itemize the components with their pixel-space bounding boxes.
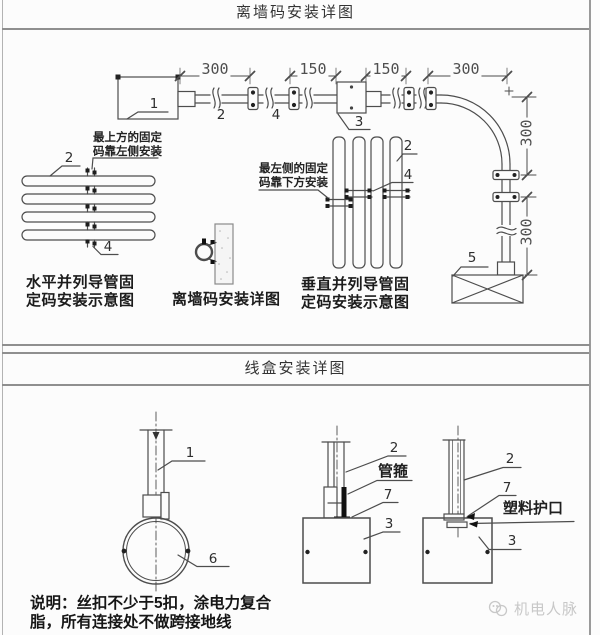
top-assembly-figure — [115, 74, 524, 304]
conduit-clamps — [247, 86, 437, 111]
label-bushing-rightfig: 7 — [502, 480, 512, 496]
note-line1: 说明：丝扣不少于5扣，涂电力复合 — [30, 595, 272, 612]
label-conduit-round: 1 — [185, 445, 195, 461]
caption-wall-clamp: 离墙码安装详图 — [172, 291, 281, 308]
vertical-conduits-figure — [258, 136, 418, 269]
note-text: 说明：丝扣不少于5扣，涂电力复合 脂，所有连接处不做跨接地线 — [30, 594, 271, 632]
left-border — [2, 0, 3, 635]
annotation-top-clamp-line2: 码靠左侧安装 — [93, 145, 162, 158]
round-box-figure — [121, 411, 230, 593]
label-clamp-top: 4 — [271, 107, 281, 123]
label-box-rightfig: 3 — [507, 533, 517, 549]
label-junction-box: 3 — [354, 114, 364, 130]
dim-150-b: 150 — [370, 60, 402, 78]
watermark-logo-icon — [487, 599, 509, 618]
label-conduit-mid: 2 — [389, 440, 399, 456]
label-pipe-clamp: 管箍 — [377, 463, 409, 480]
dim-300-left: 300 — [199, 60, 231, 78]
square-box-clamp-figure — [302, 425, 413, 584]
annotation-top-clamp-line1: 最上方的固定 — [93, 132, 162, 144]
label-round-box: 6 — [208, 551, 218, 567]
label-clamp-horiz: 4 — [103, 239, 113, 255]
wall-clamp-figure — [194, 223, 234, 285]
dim-150-a: 150 — [297, 60, 329, 78]
label-conduit-rightfig: 2 — [505, 451, 515, 467]
note-line2: 脂，所有连接处不做跨接地线 — [30, 614, 232, 631]
section1-title: 离墙码安装详图 — [2, 0, 589, 30]
annotation-left-clamp: 最左侧的固定 码靠下方安装 — [259, 163, 328, 190]
label-floor-box: 5 — [467, 250, 477, 266]
watermark-text: 机电人脉 — [514, 601, 579, 618]
label-box-mid: 3 — [384, 516, 394, 532]
section2-title-text: 线盒安装详图 — [244, 360, 347, 377]
label-conduit-vert: 2 — [403, 138, 413, 154]
caption-vertical-conduits: 垂直并列导管固 定码安装示意图 — [301, 276, 410, 312]
annotation-left-clamp-line1: 最左侧的固定 — [259, 163, 328, 175]
caption-horizontal-line1: 水平并列导管固 — [26, 274, 135, 291]
label-conduit-horiz: 2 — [64, 150, 74, 166]
label-clamp-vert: 4 — [403, 167, 413, 183]
caption-horizontal-conduits: 水平并列导管固 定码安装示意图 — [26, 274, 135, 310]
pipe-breaks — [210, 87, 428, 109]
section1-title-text: 离墙码安装详图 — [235, 4, 355, 21]
label-bushing-mid: 7 — [383, 487, 393, 503]
section2-title: 线盒安装详图 — [2, 352, 589, 386]
annotation-top-clamp: 最上方的固定 码靠左侧安装 — [93, 132, 162, 159]
dim-300-right: 300 — [450, 60, 482, 78]
annotation-left-clamp-line2: 码靠下方安装 — [259, 176, 328, 189]
caption-vertical-line1: 垂直并列导管固 — [301, 276, 410, 293]
dim-300-vert-2: 300 — [517, 216, 536, 248]
label-box-1: 1 — [149, 96, 159, 112]
horizontal-conduits-figure — [21, 157, 159, 256]
caption-horizontal-line2: 定码安装示意图 — [26, 292, 135, 309]
right-border — [589, 0, 591, 635]
label-conduit-top: 2 — [216, 107, 226, 123]
square-box-bushing-figure — [422, 425, 575, 584]
watermark: 机电人脉 — [487, 598, 578, 619]
caption-vertical-line2: 定码安装示意图 — [301, 294, 410, 311]
section-divider — [2, 344, 590, 346]
dim-300-vert-1: 300 — [517, 117, 536, 149]
label-plastic-bushing: 塑料护口 — [502, 500, 564, 517]
